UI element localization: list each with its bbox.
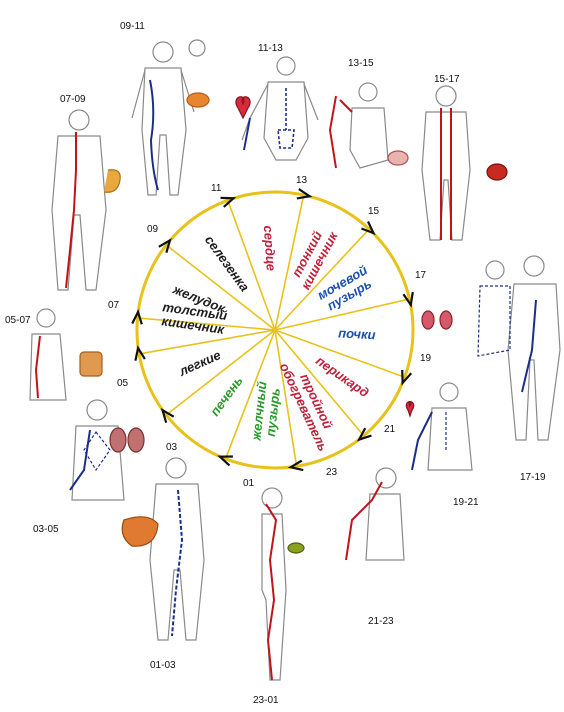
spoke-11 xyxy=(227,200,276,331)
spoke-09 xyxy=(165,244,276,331)
range-label-13-15: 13-15 xyxy=(348,58,374,69)
figure-heart-11-13 xyxy=(235,56,319,161)
range-label-07-09: 07-09 xyxy=(60,94,86,105)
range-label-19-21: 19-21 xyxy=(453,497,479,508)
organ-label-8: желчныйпузырь xyxy=(248,381,283,444)
hour-label-13: 13 xyxy=(296,175,308,186)
figure-triple-warmer-21-23 xyxy=(345,467,405,561)
direction-arrows xyxy=(131,188,414,472)
direction-arrow-17 xyxy=(402,291,414,308)
direction-arrow-21 xyxy=(356,427,372,442)
organ-label-2: сердце xyxy=(261,225,279,272)
hour-label-03: 03 xyxy=(166,442,178,453)
direction-arrow-01 xyxy=(217,455,233,467)
direction-arrow-05 xyxy=(134,345,146,361)
range-label-11-13: 11-13 xyxy=(258,43,283,54)
hour-label-01: 01 xyxy=(243,478,255,489)
figure-gallbladder-23-01 xyxy=(261,487,305,681)
hour-label-09: 09 xyxy=(147,224,159,235)
range-label-01-03: 01-03 xyxy=(150,660,176,671)
spoke-21 xyxy=(274,329,365,437)
direction-arrow-15 xyxy=(361,221,376,236)
direction-arrow-13 xyxy=(296,188,313,200)
spoke-07 xyxy=(137,317,276,331)
figure-spleen-09-11 xyxy=(131,39,210,196)
figure-liver-01-03 xyxy=(121,457,205,641)
hour-label-15: 15 xyxy=(368,206,380,217)
figure-lungs-03-05 xyxy=(69,399,145,501)
range-label-09-11: 09-11 xyxy=(120,21,145,32)
hour-label-21: 21 xyxy=(384,424,396,435)
figure-kidney-17-19 xyxy=(421,255,561,441)
spoke-05 xyxy=(138,329,276,355)
range-label-23-01: 23-01 xyxy=(253,695,279,706)
hour-label-19: 19 xyxy=(420,353,432,364)
spoke-13 xyxy=(274,194,305,331)
spoke-15 xyxy=(274,228,370,331)
hour-label-11: 11 xyxy=(211,183,222,194)
range-label-05-07: 05-07 xyxy=(5,315,31,326)
wheel-spokes xyxy=(137,194,410,467)
direction-arrow-03 xyxy=(160,407,175,423)
spoke-19 xyxy=(274,329,405,378)
hour-label-05: 05 xyxy=(117,378,129,389)
hour-labels: 07 09 11 13 15 17 19 21 23 01 03 05 xyxy=(108,175,432,489)
direction-arrow-11 xyxy=(220,196,237,208)
figure-large-intestine-05-07 xyxy=(29,308,103,401)
direction-arrow-07 xyxy=(131,309,143,325)
direction-arrow-23 xyxy=(287,459,304,472)
organ-label-5: почки xyxy=(338,325,376,342)
meridian-figures xyxy=(29,39,561,681)
direction-arrow-09 xyxy=(158,237,172,254)
hour-label-23: 23 xyxy=(326,467,338,478)
spoke-01 xyxy=(224,329,276,460)
figure-small-intestine-13-15 xyxy=(328,82,409,169)
hour-label-17: 17 xyxy=(415,270,427,281)
spoke-17 xyxy=(274,298,410,331)
direction-arrow-19 xyxy=(401,369,413,386)
range-label-21-23: 21-23 xyxy=(368,616,394,627)
figure-bladder-15-17 xyxy=(421,85,508,241)
figure-pericardium-19-21 xyxy=(405,382,473,471)
range-label-17-19: 17-19 xyxy=(520,472,546,483)
hour-label-07: 07 xyxy=(108,300,120,311)
range-label-03-05: 03-05 xyxy=(33,524,59,535)
figure-stomach-07-09 xyxy=(51,109,121,291)
range-label-15-17: 15-17 xyxy=(434,74,460,85)
spoke-23 xyxy=(274,329,298,467)
spoke-03 xyxy=(165,329,276,416)
